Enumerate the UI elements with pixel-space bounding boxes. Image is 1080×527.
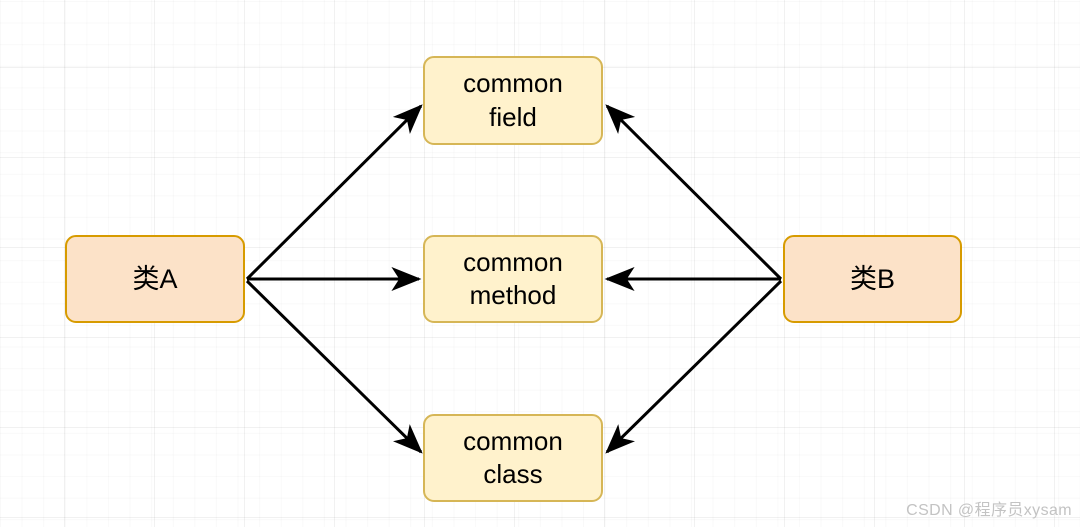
node-common-class[interactable]: common class	[423, 414, 603, 502]
node-common-method[interactable]: common method	[423, 235, 603, 323]
node-class-a-label: 类A	[132, 263, 178, 294]
edge-a-to-class[interactable]	[245, 279, 423, 454]
node-common-field[interactable]: common field	[423, 56, 603, 145]
node-common-field-label: common field	[463, 68, 563, 132]
node-common-method-label: common method	[463, 246, 563, 310]
node-common-class-label: common class	[463, 425, 563, 489]
node-class-b[interactable]: 类B	[783, 235, 962, 323]
node-class-b-label: 类B	[849, 263, 895, 294]
watermark-text: CSDN @程序员xysam	[906, 502, 1072, 519]
edge-b-to-field[interactable]	[605, 104, 783, 281]
edge-a-to-field[interactable]	[245, 104, 423, 281]
edge-b-to-class[interactable]	[605, 279, 783, 454]
node-class-a[interactable]: 类A	[65, 235, 245, 323]
